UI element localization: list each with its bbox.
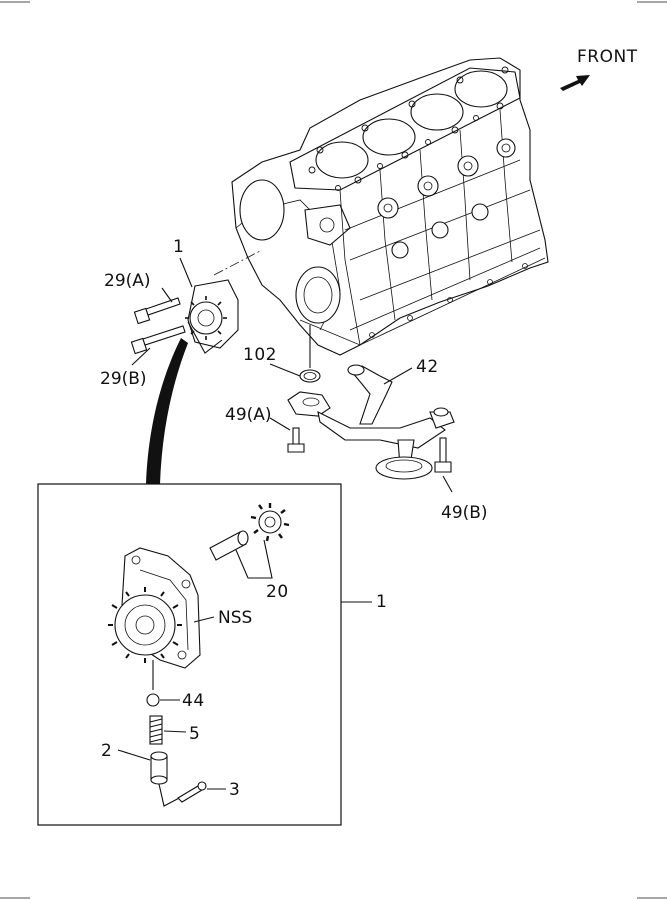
drive-gear xyxy=(108,587,182,663)
bolt-29b xyxy=(130,325,186,355)
front-label: FRONT xyxy=(577,47,638,67)
callout-2: 2 xyxy=(101,741,112,761)
spring xyxy=(149,715,163,745)
pin xyxy=(177,781,207,803)
callout-102: 102 xyxy=(243,345,277,365)
callout-5: 5 xyxy=(189,724,200,744)
callout-29a: 29(A) xyxy=(104,271,151,291)
callout-49a: 49(A) xyxy=(225,405,272,425)
oil-pump-small xyxy=(185,279,239,349)
strainer-pipe xyxy=(287,325,455,480)
detail-box xyxy=(37,483,342,826)
ball xyxy=(146,693,160,707)
callout-29b: 29(B) xyxy=(100,369,147,389)
callout-42: 42 xyxy=(416,357,439,377)
callout-20: 20 xyxy=(266,582,289,602)
detail-pointer xyxy=(146,338,188,484)
bolt-49a xyxy=(287,427,305,453)
callout-nss: NSS xyxy=(218,608,252,628)
plug xyxy=(150,751,168,785)
alignment-line xyxy=(213,249,263,276)
bolt-29a xyxy=(133,297,181,325)
callout-49b: 49(B) xyxy=(441,503,488,523)
callout-44: 44 xyxy=(182,691,205,711)
callout-1-top: 1 xyxy=(173,237,184,257)
callout-1-detail: 1 xyxy=(376,592,387,612)
front-arrow-icon xyxy=(560,75,590,91)
bolt-49b xyxy=(434,437,452,473)
engine-block xyxy=(231,57,549,356)
callout-3: 3 xyxy=(229,780,240,800)
shaft-and-gear xyxy=(209,503,290,561)
